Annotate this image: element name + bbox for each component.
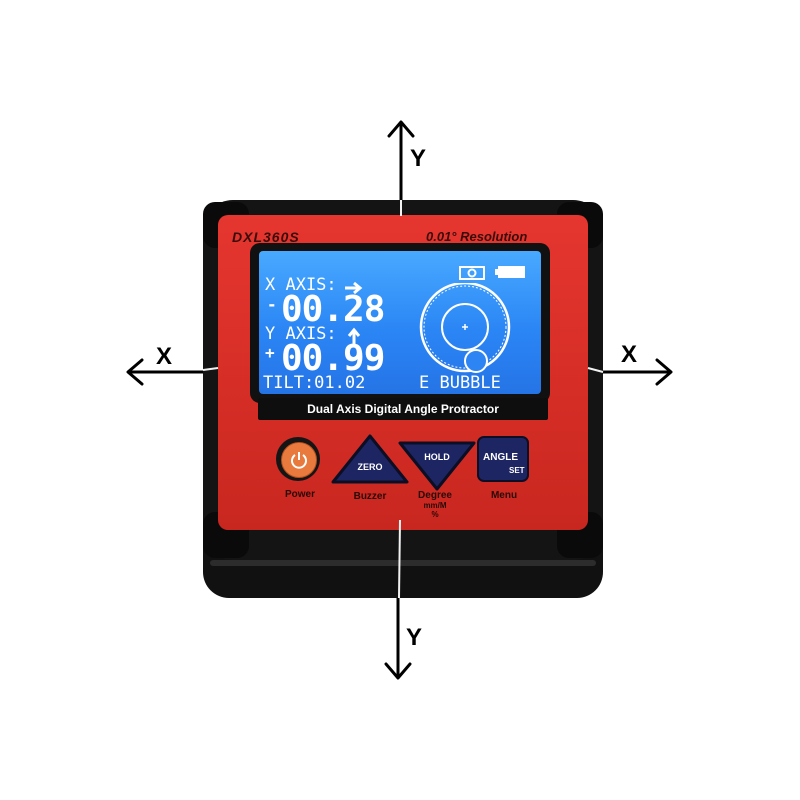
angle-label: ANGLE <box>483 452 518 463</box>
y-value: 00.99 <box>281 338 385 379</box>
x-value: 00.28 <box>281 289 385 330</box>
x-axis-label: X AXIS: <box>265 275 337 295</box>
hold-button[interactable] <box>397 440 477 492</box>
device-subtitle: Dual Axis Digital Angle Protractor <box>258 398 548 420</box>
arrow-right-icon <box>345 281 363 295</box>
set-label: SET <box>509 466 525 475</box>
y-axis-top-arrowhead <box>387 120 415 138</box>
battery-icon <box>495 266 525 278</box>
power-icon <box>291 452 307 469</box>
arrow-up-icon <box>347 327 361 345</box>
x-sign: - <box>267 295 277 314</box>
y-sign: + <box>265 343 275 362</box>
power-caption: Power <box>284 489 315 500</box>
y-axis-bottom-label: Y <box>406 624 423 651</box>
x-axis-left-label: X <box>156 343 173 370</box>
percent-caption: % <box>431 510 439 519</box>
mm-caption: mm/M <box>423 501 447 510</box>
mode-readout: E BUBBLE <box>419 373 501 393</box>
hold-label: HOLD <box>424 452 450 462</box>
device-resolution: 0.01° Resolution <box>426 229 528 244</box>
camera-icon <box>459 266 485 280</box>
buzzer-caption: Buzzer <box>353 491 387 502</box>
lcd-screen: X AXIS: - 00.28 Y AXIS: + 00.99 TILT:01.… <box>259 251 541 394</box>
zero-label: ZERO <box>357 462 383 472</box>
device-base-groove <box>210 560 596 566</box>
y-axis-label: Y AXIS: <box>265 324 337 344</box>
degree-caption: Degree <box>418 490 452 501</box>
angle-set-button[interactable]: ANGLE SET <box>477 436 529 482</box>
power-button[interactable] <box>276 437 320 481</box>
zero-button[interactable] <box>330 433 410 485</box>
menu-caption: Menu <box>490 490 518 501</box>
y-axis-bottom-arrowhead <box>384 662 412 680</box>
x-axis-right-arrowhead <box>655 358 673 386</box>
tilt-readout: TILT:01.02 <box>263 373 366 393</box>
x-axis-right-label: X <box>621 341 638 368</box>
device-model: DXL360S <box>232 229 300 245</box>
y-axis-top-label: Y <box>410 145 427 172</box>
bubble-level-icon <box>419 283 511 373</box>
x-axis-left-arrowhead <box>126 358 144 386</box>
